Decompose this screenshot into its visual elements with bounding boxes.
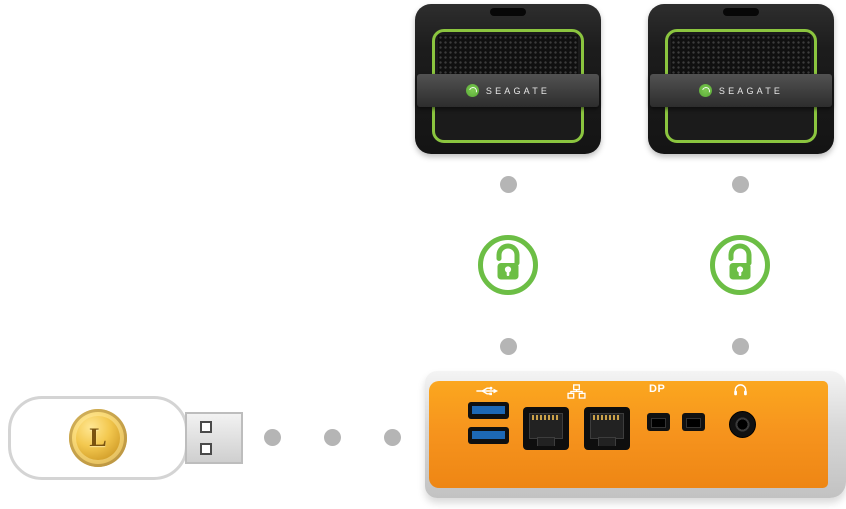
headphone-icon — [734, 384, 747, 396]
unlock-icon — [710, 235, 770, 295]
drive-body: SEAGATE — [648, 4, 834, 154]
connector-dot — [264, 429, 281, 446]
unlock-status-1 — [476, 233, 540, 297]
drive-brand-band: SEAGATE — [650, 74, 832, 107]
dock-rear-panel: DP — [425, 371, 846, 498]
seagate-drive-2: SEAGATE — [648, 4, 834, 154]
connector-dot — [324, 429, 341, 446]
seagate-logo-icon — [465, 84, 479, 97]
drive-mesh-grille — [671, 35, 811, 75]
ethernet-pins — [532, 415, 560, 420]
connector-dot — [732, 176, 749, 193]
network-icon — [567, 384, 586, 399]
usb-connector-hole — [200, 421, 212, 433]
usb-superspeed-icon — [476, 386, 499, 396]
drive-mesh-grille — [438, 35, 578, 75]
unlock-icon — [478, 235, 538, 295]
ethernet-port-1 — [523, 407, 569, 450]
drive-brand-label: SEAGATE — [485, 85, 551, 96]
connector-dot — [384, 429, 401, 446]
displayport-label: DP — [649, 383, 666, 395]
mini-displayport-1 — [647, 413, 670, 431]
key-emblem-letter: L — [89, 423, 107, 452]
drive-handle-slot — [723, 8, 759, 16]
seagate-logo-icon — [698, 84, 712, 97]
unlock-status-2 — [708, 233, 772, 297]
key-emblem-coin: L — [69, 409, 127, 467]
drive-brand-label: SEAGATE — [718, 85, 784, 96]
ethernet-clip-slot — [598, 437, 616, 446]
usb-security-key: L — [8, 396, 248, 480]
ethernet-clip-slot — [537, 437, 555, 446]
ethernet-port-2 — [584, 407, 630, 450]
connector-dot — [500, 176, 517, 193]
usb-port-tongue — [472, 406, 505, 414]
seagate-drive-1: SEAGATE — [415, 4, 601, 154]
usb-port-tongue — [472, 431, 505, 439]
drive-body: SEAGATE — [415, 4, 601, 154]
mini-displayport-slot — [686, 418, 701, 428]
connector-dot — [732, 338, 749, 355]
mini-displayport-slot — [651, 418, 666, 428]
usb-connector — [185, 412, 243, 464]
mini-displayport-2 — [682, 413, 705, 431]
usb-port-1 — [468, 402, 509, 419]
drive-brand-band: SEAGATE — [417, 74, 599, 107]
usb-port-2 — [468, 427, 509, 444]
usb-connector-hole — [200, 443, 212, 455]
ethernet-pins — [593, 415, 621, 420]
connector-dot — [500, 338, 517, 355]
audio-jack — [729, 411, 756, 438]
drive-handle-slot — [490, 8, 526, 16]
